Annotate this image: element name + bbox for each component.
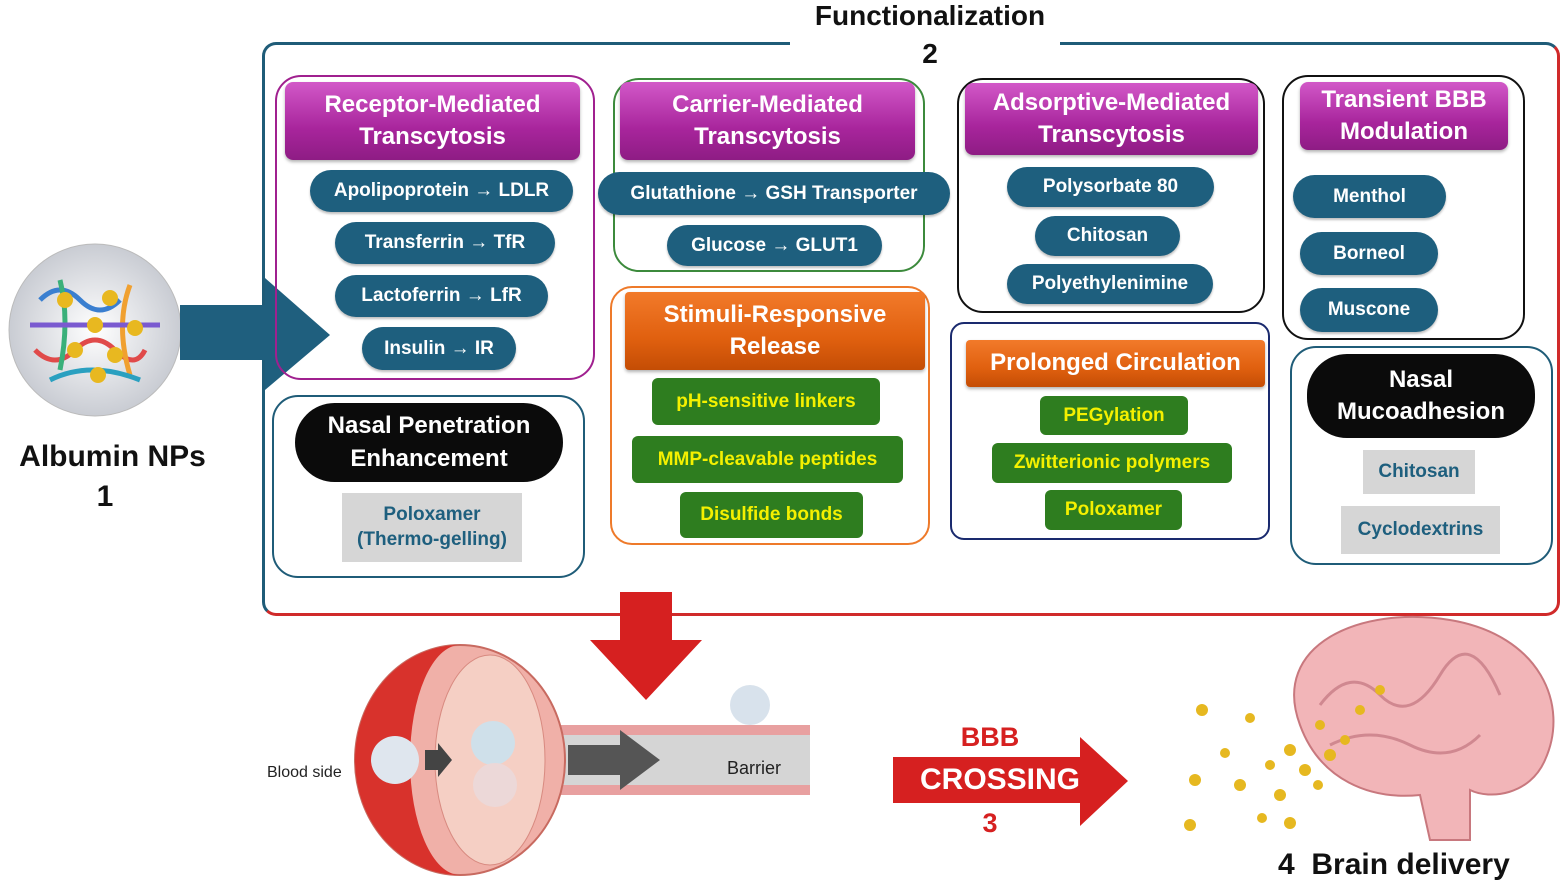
list-item: Zwitterionic polymers <box>992 443 1232 483</box>
panel-header: Transient BBB Modulation <box>1300 82 1508 150</box>
functionalization-title: Functionalization <box>814 0 1046 31</box>
nanoparticle-dots <box>1184 685 1385 831</box>
list-item: Chitosan <box>1363 450 1475 494</box>
panel-header: Nasal Mucoadhesion <box>1307 354 1535 438</box>
list-item: Glucose → GLUT1 <box>667 225 882 266</box>
panel-header: Stimuli-Responsive Release <box>625 292 925 370</box>
crossing-number: 3 <box>982 808 998 838</box>
list-item: Menthol <box>1293 175 1446 218</box>
blood-side-label: Blood side <box>267 764 342 781</box>
panel-nasal-mucoadhesion <box>1290 346 1553 565</box>
panel-nasal-penetration <box>272 395 585 578</box>
brain-delivery-text: Brain delivery <box>1311 848 1510 881</box>
functionalization-number: 2 <box>922 38 938 69</box>
albumin-label: Albumin NPs <box>19 440 206 473</box>
panel-header: Receptor-Mediated Transcytosis <box>285 82 580 160</box>
panel-header: Carrier-Mediated Transcytosis <box>620 82 915 160</box>
list-item: MMP-cleavable peptides <box>632 436 903 483</box>
panel-stimuli-responsive <box>610 286 930 545</box>
brain-delivery-label: 4 Brain delivery <box>1278 848 1510 882</box>
panel-transient-bbb-modulation <box>1282 75 1525 340</box>
bbb-label: BBB <box>960 722 1020 752</box>
crossing-label: CROSSING <box>919 763 1081 796</box>
panel-adsorptive-mediated <box>957 78 1265 313</box>
barrier-label: Barrier <box>727 758 782 778</box>
panel-prolonged-circulation <box>950 322 1270 540</box>
brain-delivery-number: 4 <box>1278 848 1295 881</box>
list-item: Muscone <box>1300 288 1438 332</box>
brain-icon <box>1293 615 1555 841</box>
list-item: Cyclodextrins <box>1341 506 1500 554</box>
panel-header: Prolonged Circulation <box>966 340 1265 387</box>
panel-receptor-mediated <box>275 75 595 380</box>
list-item: Apolipoprotein → LDLR <box>310 170 573 212</box>
list-item: Glutathione → GSH Transporter <box>598 172 950 215</box>
list-item: Lactoferrin → LfR <box>335 275 548 317</box>
panel-header: Nasal Penetration Enhancement <box>295 403 563 482</box>
list-item: Chitosan <box>1035 216 1180 256</box>
list-item: Transferrin → TfR <box>335 222 555 264</box>
nanoparticle-icon <box>371 736 419 784</box>
list-item: Borneol <box>1300 232 1438 275</box>
bbb-illustration <box>354 592 1555 876</box>
bbb-crossing-arrow <box>893 737 1128 826</box>
albumin-number: 1 <box>96 480 114 513</box>
list-item: Insulin → IR <box>362 327 516 370</box>
list-item: Poloxamer (Thermo-gelling) <box>342 493 522 562</box>
arrow-down-icon <box>590 592 702 700</box>
list-item: Disulfide bonds <box>680 492 863 538</box>
list-item: pH-sensitive linkers <box>652 378 880 425</box>
list-item: Polyethylenimine <box>1007 264 1213 304</box>
panel-header: Adsorptive-Mediated Transcytosis <box>965 83 1258 155</box>
arrow-right-icon <box>568 730 660 790</box>
list-item: Poloxamer <box>1045 490 1182 530</box>
list-item: PEGylation <box>1040 396 1188 435</box>
nanoparticle-icon <box>730 685 770 725</box>
list-item: Polysorbate 80 <box>1007 167 1214 207</box>
